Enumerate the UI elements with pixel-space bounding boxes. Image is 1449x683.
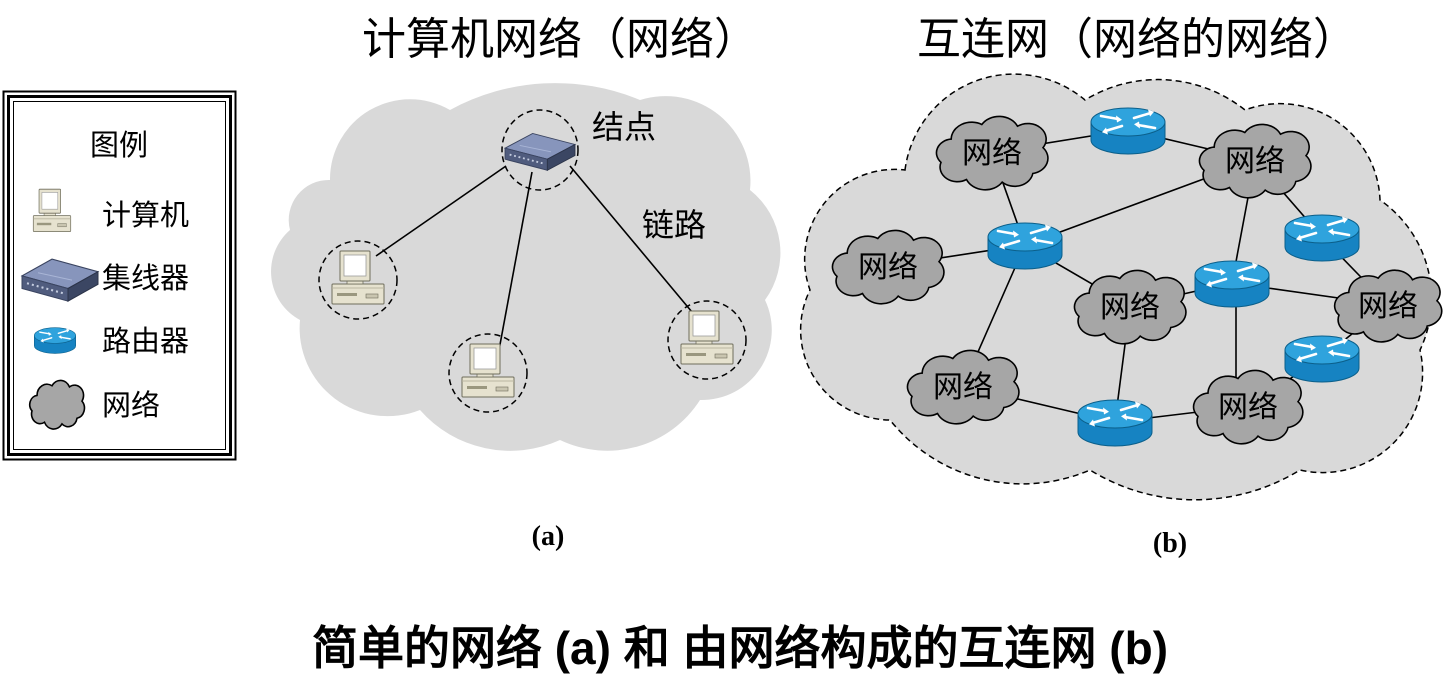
network-cloud: 网络: [1333, 269, 1443, 343]
node-rings: [318, 109, 747, 413]
legend-item-label: 集线器: [102, 261, 189, 295]
network-cloud: 网络: [1198, 123, 1312, 199]
network-label: 网络: [933, 370, 993, 405]
network-cloud-a: [271, 83, 781, 451]
router-icon: [1089, 106, 1167, 156]
legend-item-router: 路由器: [33, 324, 189, 358]
diagram-b-title: 互连网（网络的网络）: [917, 14, 1357, 65]
router-icon: [986, 221, 1064, 271]
network-label: 网络: [1100, 290, 1160, 325]
router-icon: [1283, 334, 1361, 384]
router-icon: [1283, 213, 1361, 263]
link-line: [498, 171, 533, 351]
network-cloud: 网络: [935, 115, 1049, 191]
legend-item-network: 网络: [29, 379, 160, 430]
diagram-a: 计算机网络（网络） 结点 链路 (a): [271, 14, 781, 552]
router-icon: [1193, 259, 1271, 309]
network-label: 网络: [1358, 289, 1418, 324]
network-cloud: 网络: [831, 229, 945, 305]
router-icon: [1076, 398, 1154, 448]
link-line: [569, 165, 698, 319]
router-icon: [33, 326, 77, 355]
legend-item-hub: 集线器: [20, 258, 189, 303]
links-a: [375, 165, 698, 351]
legend-item-label: 网络: [102, 388, 160, 422]
network-clouds: 网络 网络 网络 网络 网络 网络: [831, 115, 1443, 445]
network-cloud: 网络: [1192, 369, 1304, 445]
diagram-a-caption: (a): [532, 521, 565, 552]
legend-title: 图例: [90, 128, 148, 162]
network-cloud: 网络: [1073, 269, 1187, 345]
network-label: 网络: [962, 136, 1022, 171]
diagram-a-title: 计算机网络（网络）: [362, 14, 758, 65]
node-ring: [318, 240, 398, 320]
legend-item-label: 路由器: [102, 324, 189, 358]
legend-item-computer: 计算机: [32, 188, 189, 233]
link-label: 链路: [642, 206, 706, 244]
legend-frame-inner: [13, 101, 226, 450]
legend: 图例 计算机 集线器 路由器 网络: [2, 90, 237, 461]
legend-item-label: 计算机: [102, 198, 189, 232]
diagram-b: 互连网（网络的网络） 网络: [799, 14, 1443, 559]
network-label: 网络: [1218, 390, 1278, 425]
node-ring: [501, 109, 579, 191]
diagram-b-caption: (b): [1153, 528, 1187, 559]
figure-caption: 简单的网络 (a) 和 由网络构成的互连网 (b): [312, 622, 1168, 674]
link-line: [375, 165, 507, 257]
legend-frame-middle: [7, 95, 232, 456]
node-ring: [448, 333, 528, 413]
network-cloud: 网络: [906, 349, 1020, 425]
network-label: 网络: [858, 250, 918, 285]
network-label: 网络: [1225, 144, 1285, 179]
node-ring: [667, 300, 747, 380]
node-label: 结点: [592, 108, 656, 146]
